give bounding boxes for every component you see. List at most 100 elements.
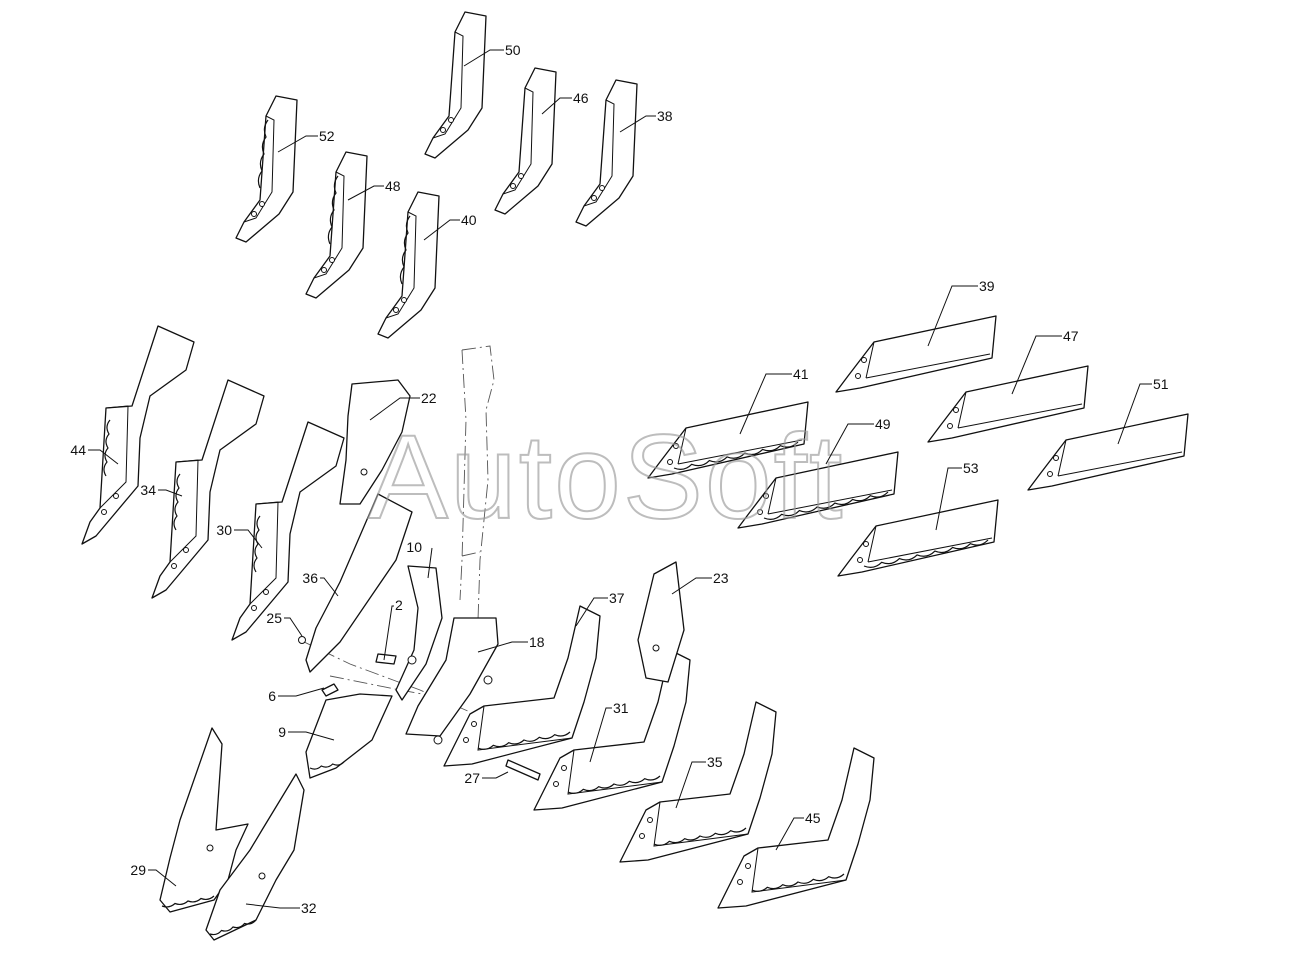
bolt-hole — [639, 833, 645, 839]
bolt-hole — [329, 257, 335, 263]
callout-leader — [482, 771, 509, 779]
callout-2: 2 — [383, 597, 403, 661]
tine-30 — [231, 421, 345, 641]
callout-51: 51 — [1117, 376, 1169, 445]
bolt-hole — [647, 817, 653, 823]
callout-53: 53 — [935, 460, 979, 531]
blade-outline — [235, 95, 298, 243]
callout-39: 39 — [927, 278, 995, 347]
curved-knife-31 — [533, 649, 691, 811]
callout-27: 27 — [464, 770, 509, 786]
callout-leader — [675, 761, 706, 809]
bolt-hole — [471, 721, 477, 727]
bottom-tines — [159, 727, 305, 941]
blade-edge — [385, 211, 417, 319]
bolt-hole — [861, 357, 867, 363]
part-2-bolt — [375, 653, 397, 665]
knife-outline — [835, 315, 997, 393]
bolt-hole — [113, 493, 119, 499]
callout-label: 36 — [302, 570, 318, 586]
tine-44 — [81, 325, 195, 545]
callout-label: 31 — [613, 700, 629, 716]
callout-label: 39 — [979, 278, 995, 294]
blade-50 — [424, 11, 487, 159]
callout-38: 38 — [619, 108, 673, 133]
callout-label: 9 — [278, 724, 286, 740]
callout-label: 41 — [793, 366, 809, 382]
part-9-foot — [305, 693, 393, 779]
callout-leader — [935, 467, 962, 531]
bolt-hole — [855, 373, 861, 379]
callout-leader — [927, 285, 978, 347]
bolt-hole — [321, 267, 327, 273]
curved-knife-edge — [567, 749, 663, 795]
blade-edge — [243, 115, 275, 223]
callout-leader — [369, 397, 420, 421]
knife-edge — [957, 391, 1083, 429]
blade-edge — [313, 171, 345, 279]
bolt-hole — [440, 127, 446, 133]
blade-edge — [432, 31, 464, 139]
bolt-hole — [599, 185, 605, 191]
callout-leader — [347, 185, 384, 201]
blade-38 — [575, 79, 638, 227]
part-22-shield — [339, 379, 411, 505]
bolt-hole — [101, 509, 107, 515]
blade-serration — [257, 119, 269, 189]
callout-label: 47 — [1063, 328, 1079, 344]
callout-leader — [1117, 383, 1152, 445]
nut — [433, 735, 443, 745]
callout-23: 23 — [671, 570, 729, 595]
bolt-hole — [393, 307, 399, 313]
callout-29: 29 — [130, 862, 177, 887]
callout-6: 6 — [268, 687, 325, 704]
bolt-hole — [1047, 471, 1053, 477]
callout-leader — [775, 817, 804, 851]
callout-label: 48 — [385, 178, 401, 194]
callout-label: 44 — [70, 442, 86, 458]
callout-label: 38 — [657, 108, 673, 124]
callout-leader — [477, 641, 528, 653]
part-23-plate — [637, 561, 685, 683]
bolt-hole — [206, 844, 214, 852]
callout-leader — [739, 373, 792, 435]
callout-label: 46 — [573, 90, 589, 106]
callout-31: 31 — [589, 700, 629, 763]
knife-outline — [1027, 413, 1189, 491]
knife-outline — [837, 499, 999, 577]
callout-label: 50 — [505, 42, 521, 58]
callout-label: 37 — [609, 590, 625, 606]
bolt-hole — [259, 201, 265, 207]
part-32-tine — [205, 773, 305, 941]
nut — [407, 655, 417, 665]
curved-knife-outline — [717, 747, 875, 909]
callout-label: 51 — [1153, 376, 1169, 392]
watermark: AutoSoft — [368, 410, 844, 544]
callout-48: 48 — [347, 178, 401, 201]
callout-label: 6 — [268, 688, 276, 704]
bolt-hole — [863, 541, 869, 547]
blade-outline — [377, 191, 440, 339]
callout-49: 49 — [825, 416, 891, 465]
callout-10: 10 — [406, 539, 433, 579]
blade-edge — [583, 99, 615, 207]
knife-edge — [767, 477, 893, 515]
bolt-hole — [857, 557, 863, 563]
blade-46 — [494, 67, 557, 215]
callout-leader — [277, 135, 318, 153]
callout-label: 35 — [707, 754, 723, 770]
bolt-hole — [510, 183, 516, 189]
blade-outline — [575, 79, 638, 227]
curved-knife-outline — [533, 649, 691, 811]
tine-edge — [169, 459, 199, 563]
bolt-hole — [953, 407, 959, 413]
knife-edge — [1057, 439, 1183, 477]
blade-serration — [399, 215, 411, 285]
bolt-hole — [667, 459, 673, 465]
callout-leader — [1011, 335, 1062, 395]
curved-knife-serration — [567, 775, 661, 794]
callout-leader — [541, 97, 572, 115]
callout-35: 35 — [675, 754, 723, 809]
